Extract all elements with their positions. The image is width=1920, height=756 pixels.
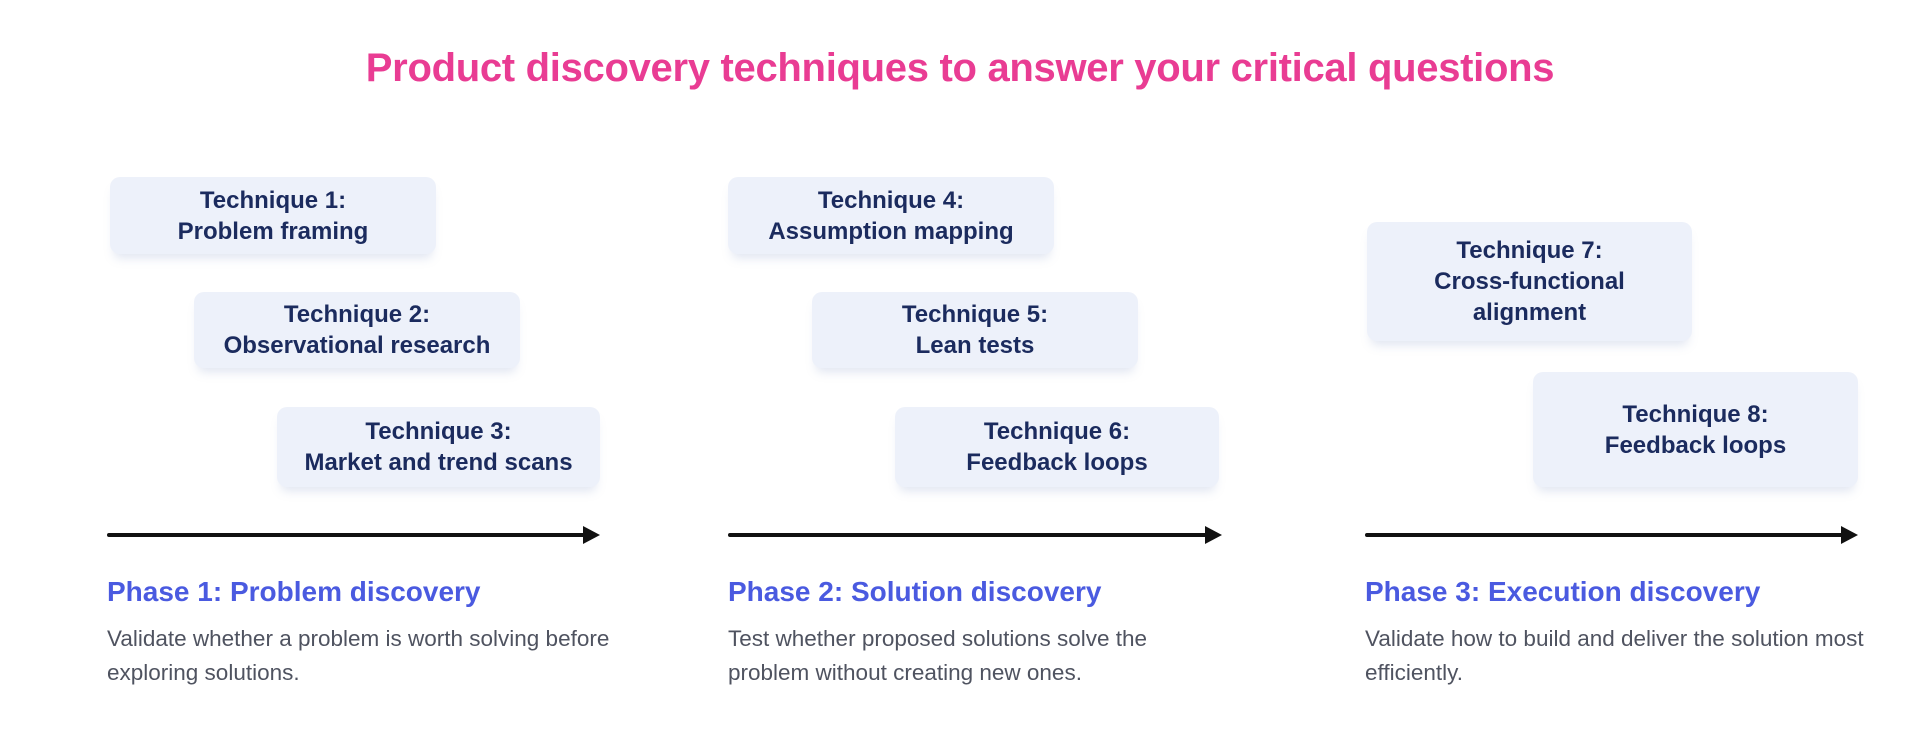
technique-label: Technique 7: (1456, 237, 1603, 264)
technique-label: Technique 5: (901, 301, 1049, 328)
phase-3-timeline-arrow (1365, 525, 1858, 545)
technique-box-7: Technique 7: Cross-functional alignment (1367, 222, 1692, 341)
phase-description: Test whether proposed solutions solve th… (728, 626, 1147, 685)
phase-3-block: Phase 3: Execution discovery Validate ho… (1365, 576, 1870, 690)
technique-name: Problem framing (177, 217, 369, 245)
technique-name: Observational research (223, 332, 491, 359)
phase-description: Validate how to build and deliver the so… (1365, 626, 1864, 685)
arrow-right-icon (583, 526, 600, 544)
phase-2-block: Phase 2: Solution discovery Test whether… (728, 576, 1233, 690)
technique-label: Technique 6: (983, 418, 1131, 445)
phase-1-timeline-arrow (107, 525, 600, 545)
arrow-right-icon (1841, 526, 1858, 544)
technique-box-3: Technique 3: Market and trend scans (277, 407, 600, 487)
technique-box-5: Technique 5: Lean tests (812, 292, 1138, 368)
technique-name: Market and trend scans (304, 449, 573, 476)
phase-heading: Phase 1: Problem discovery (107, 576, 481, 607)
technique-name: Feedback loops (966, 449, 1148, 476)
technique-label: Technique 2: (283, 301, 431, 328)
technique-box-8: Technique 8: Feedback loops (1533, 372, 1858, 487)
technique-label: Technique 8: (1622, 400, 1769, 428)
technique-box-6: Technique 6: Feedback loops (895, 407, 1219, 487)
arrow-line (728, 533, 1207, 537)
technique-label: Technique 3: (365, 418, 512, 445)
technique-box-4: Technique 4: Assumption mapping (728, 177, 1054, 254)
technique-name: Lean tests (915, 332, 1035, 359)
arrow-right-icon (1205, 526, 1222, 544)
technique-name: Assumption mapping (768, 217, 1014, 245)
technique-label: Technique 4: (817, 186, 965, 214)
phase-description: Validate whether a problem is worth solv… (107, 626, 610, 685)
phase-heading: Phase 3: Execution discovery (1365, 576, 1761, 607)
technique-name: Cross-functional alignment (1434, 268, 1625, 326)
phase-heading: Phase 2: Solution discovery (728, 576, 1102, 607)
technique-name: Feedback loops (1604, 431, 1787, 459)
arrow-line (1365, 533, 1843, 537)
phase-1-block: Phase 1: Problem discovery Validate whet… (107, 576, 612, 690)
technique-box-1: Technique 1: Problem framing (110, 177, 436, 254)
diagram-title: Product discovery techniques to answer y… (365, 46, 1555, 90)
technique-box-2: Technique 2: Observational research (194, 292, 520, 368)
arrow-line (107, 533, 585, 537)
phase-2-timeline-arrow (728, 525, 1222, 545)
technique-label: Technique 1: (199, 186, 347, 214)
